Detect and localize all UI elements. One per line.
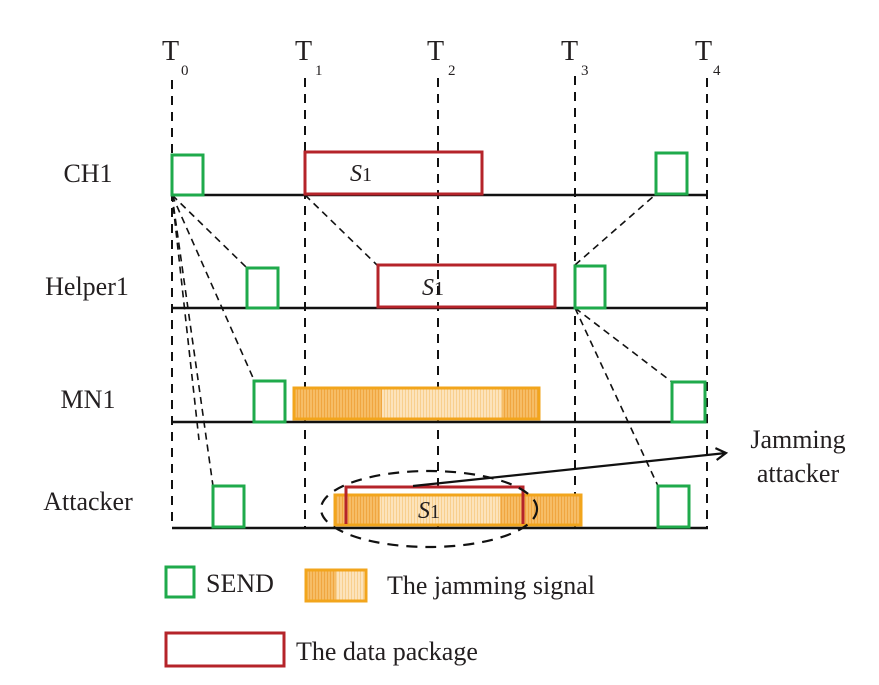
time-marker-subscript: 0: [181, 63, 189, 79]
row-label-mn1: MN1: [61, 385, 116, 414]
time-marker-t2: T 2: [427, 36, 456, 79]
row-label-helper1: Helper1: [45, 272, 129, 301]
data-package-attacker: [344, 485, 525, 524]
legend-item-jamming: The jamming signal: [304, 568, 595, 603]
time-marker-subscript: 4: [713, 63, 721, 79]
propagation-helper1-to-attacker: [574, 307, 659, 487]
time-marker-label: T: [561, 36, 578, 67]
time-markers: T 0 T 1 T 2 T 3 T 4: [162, 36, 721, 79]
send-box-attacker-t4: [656, 484, 691, 529]
jamming-signal-mn1: [292, 386, 541, 421]
send-box-ch1-t4: [654, 151, 689, 196]
row-labels: CH1 Helper1 MN1 Attacker: [43, 159, 133, 516]
jamming-signal-box: [292, 386, 541, 421]
row-label-attacker: Attacker: [43, 487, 133, 516]
data-package-box: [303, 150, 484, 196]
time-marker-label: T: [427, 36, 444, 67]
jamming-attacker-annotation: Jamming attacker: [412, 425, 846, 488]
data-package-label: S1: [350, 161, 372, 187]
time-gridlines: [171, 76, 708, 528]
send-box-helper1-t3: [573, 264, 607, 310]
annotation-arrow: [412, 453, 726, 488]
send-box-mn1: [252, 379, 287, 424]
time-marker-label: T: [295, 36, 312, 67]
time-marker-subscript: 3: [581, 63, 589, 79]
send-box-attacker: [211, 484, 246, 529]
legend-jamming-label: The jamming signal: [387, 571, 595, 600]
data-package-helper1: S1: [376, 263, 557, 309]
data-package-ch1: S1: [303, 150, 484, 196]
legend: SEND The jamming signal The data package: [164, 565, 595, 668]
data-packages: S1 S1: [303, 150, 557, 309]
row-label-ch1: CH1: [63, 159, 112, 188]
send-box-ch1-t0: [170, 153, 205, 197]
propagation-ch1-to-mn1: [171, 194, 255, 381]
send-box-mn1-t4: [670, 380, 707, 424]
annotation-line1: Jamming: [750, 425, 845, 454]
propagation-data-ch1-to-helper1: [304, 194, 378, 266]
send-box-helper1: [245, 266, 280, 310]
time-marker-subscript: 2: [448, 63, 456, 79]
propagation-ch1-to-helper1: [171, 194, 248, 269]
collision-highlight-ellipse: [319, 469, 539, 549]
attacker-collision: S1: [319, 469, 583, 549]
legend-jamming-swatch: [304, 568, 368, 603]
annotation-line2: attacker: [757, 459, 840, 488]
propagation-lines: [171, 194, 673, 487]
time-marker-label: T: [695, 36, 712, 67]
time-marker-subscript: 1: [315, 63, 323, 79]
time-marker-label: T: [162, 36, 179, 67]
legend-send-swatch: [164, 565, 196, 599]
data-package-box: [376, 263, 557, 309]
jamming-signal-box: [333, 493, 583, 527]
legend-item-data: The data package: [164, 631, 478, 668]
propagation-ch1-to-attacker: [171, 194, 214, 487]
legend-data-label: The data package: [296, 637, 478, 666]
legend-item-send: SEND: [164, 565, 274, 599]
legend-data-swatch: [164, 631, 286, 668]
time-marker-t0: T 0: [162, 36, 189, 79]
data-package-label: S1: [418, 498, 440, 524]
time-marker-t4: T 4: [695, 36, 721, 79]
legend-send-label: SEND: [206, 569, 274, 598]
propagation-ch1-extra: [171, 194, 200, 441]
row-timelines: [172, 193, 708, 530]
data-package-label: S1: [422, 275, 444, 301]
time-marker-t1: T 1: [295, 36, 323, 79]
propagation-helper1-to-mn1: [574, 307, 673, 383]
time-marker-t3: T 3: [561, 36, 589, 79]
propagation-helper1-to-ch1: [574, 194, 656, 266]
send-boxes: [170, 151, 707, 529]
